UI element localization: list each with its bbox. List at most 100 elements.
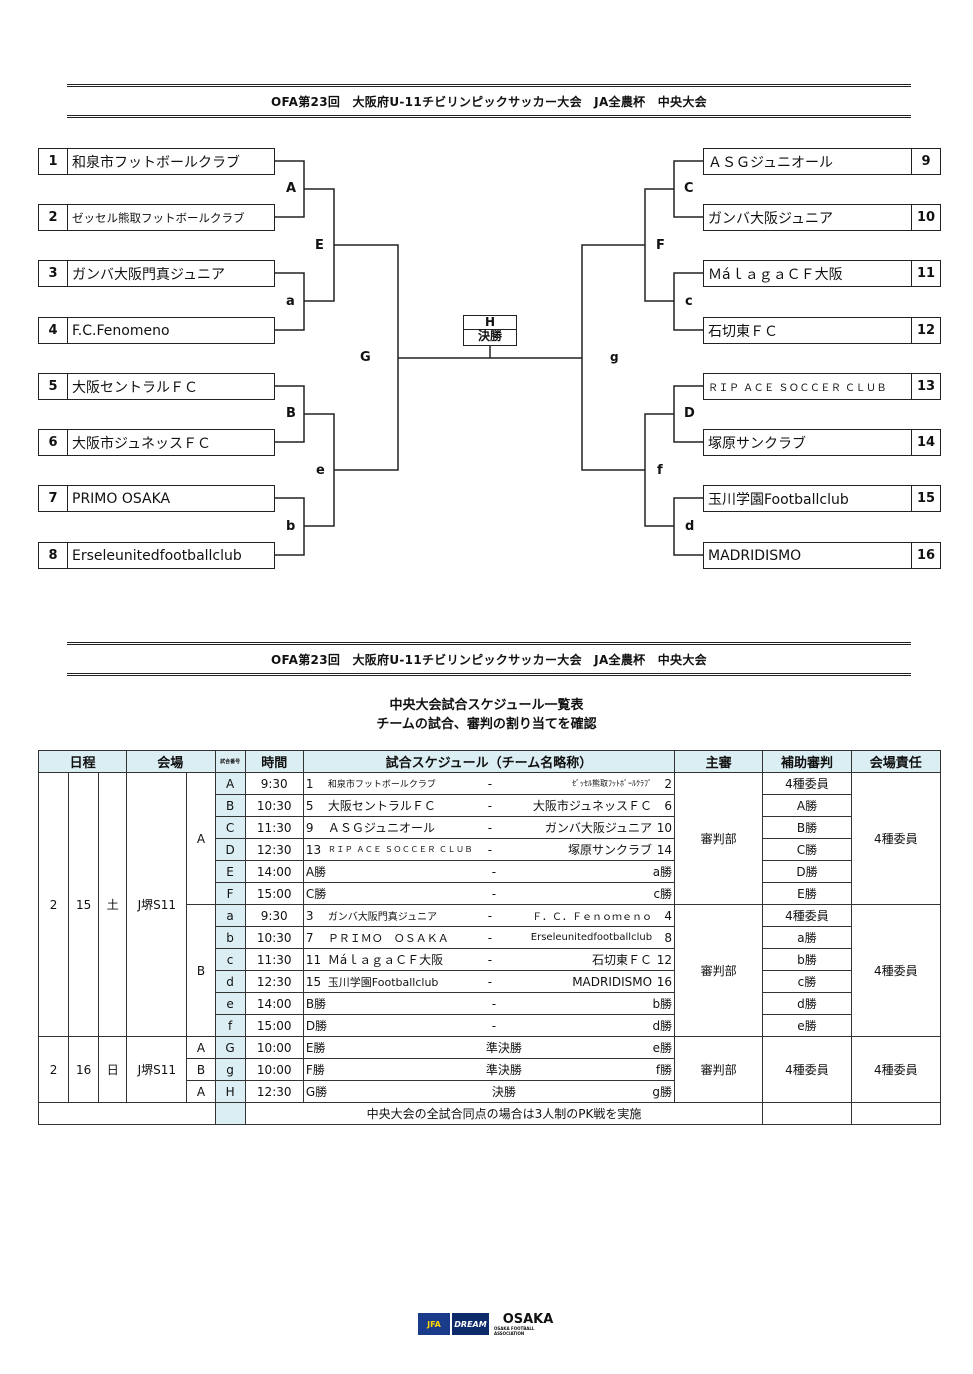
table-note-row: 中央大会の全試合同点の場合は3人制のPK戦を実施 <box>38 1102 942 1125</box>
team2: MADRIDISMO <box>572 974 653 989</box>
responsible: 4種委員 <box>850 904 942 1037</box>
team-number: 5 <box>39 374 68 399</box>
team-number: 13 <box>911 374 940 399</box>
team-name: MADRIDISMO <box>708 547 802 564</box>
team-name: ガンバ大阪ジュニア <box>708 210 834 227</box>
dash: - <box>491 996 497 1011</box>
match-label-G: G <box>360 350 371 365</box>
dash: - <box>491 1018 497 1033</box>
match-label-e: e <box>316 463 325 478</box>
match-time: 15:00 <box>244 1014 304 1037</box>
home: 3 <box>305 908 314 923</box>
bracket-title: OFA第23回 大阪府U-11チビリンピックサッカー大会 JA全農杯 中央大会 <box>67 84 911 118</box>
match-cell: F勝 準決勝 f勝 <box>302 1058 676 1081</box>
match-code: G <box>214 1036 246 1059</box>
match-cell: A勝 - a勝 <box>302 860 676 883</box>
team-number: 6 <box>39 430 68 455</box>
round-name: 準決勝 <box>485 1063 522 1077</box>
match-time: 12:30 <box>244 970 304 993</box>
match-time: 15:00 <box>244 882 304 905</box>
schedule-subtitle: 中央大会試合スケジュール一覧表 <box>389 698 584 713</box>
schedule-table: 日程 会場 試合番号 時間 試合スケジュール（チーム名略称） 主審 補助審判 会… <box>37 750 942 1125</box>
match-cell: C勝-c勝 <box>302 882 676 905</box>
day1-month: 2 <box>37 772 70 1037</box>
team-name: ＲＩＰ ＡＣＥ ＳＯＣＣＥＲ ＣＬＵＢ <box>708 383 888 394</box>
match-code: d <box>214 970 246 993</box>
away: f勝 <box>655 1063 673 1077</box>
match-code: a <box>214 904 246 927</box>
final-label: 決勝 <box>464 329 516 343</box>
round-name: 準決勝 <box>485 1041 522 1055</box>
assistant: b勝 <box>762 948 852 971</box>
dream-logo: DREAM <box>452 1313 489 1335</box>
court: B <box>186 1058 216 1081</box>
team-number: 14 <box>911 430 940 455</box>
assistant: d勝 <box>762 992 852 1015</box>
dream-logo-text: DREAM <box>454 1319 487 1329</box>
assistant: a勝 <box>762 926 852 949</box>
team-name: 石切東ＦＣ <box>708 323 778 340</box>
table-header-row: 日程 会場 試合番号 時間 試合スケジュール（チーム名略称） 主審 補助審判 会… <box>37 750 942 773</box>
team-name: 玉川学園Footballclub <box>708 491 849 508</box>
match-code: E <box>214 860 246 883</box>
match-time: 12:30 <box>244 1080 304 1103</box>
match-label-c: c <box>685 294 693 309</box>
dash: - <box>487 798 493 813</box>
team-number: 3 <box>39 261 68 286</box>
team1: 和泉市フットボールクラブ <box>327 780 436 790</box>
day2-day: 16 <box>68 1036 100 1103</box>
team1: ＲＩＰ ＡＣＥ ＳＯＣＣＥＲ ＣＬＵＢ <box>327 845 473 854</box>
day1-day: 15 <box>68 772 100 1037</box>
team-name: ゼッセル熊取フットボールクラブ <box>72 210 245 225</box>
team1: ＡＳＧジュニオール <box>327 821 435 835</box>
court-A: A <box>186 772 216 905</box>
away: a勝 <box>652 865 673 879</box>
dash: - <box>487 842 493 857</box>
team-number: 8 <box>39 543 68 568</box>
match-time: 9:30 <box>244 904 304 927</box>
table-row: f 15:00 D勝-d勝 e勝 <box>39 1014 941 1037</box>
dash: - <box>487 930 493 945</box>
header-assistant: 補助審判 <box>762 750 852 773</box>
final-code: H <box>484 315 496 329</box>
home: F勝 <box>305 1063 325 1077</box>
dash: - <box>491 864 497 879</box>
home: A勝 <box>305 865 327 879</box>
home: 13 <box>305 842 322 857</box>
day1-venue: J堺S11 <box>126 772 188 1037</box>
referee: 審判部 <box>674 1036 764 1103</box>
court: A <box>186 1080 216 1103</box>
team2: ガンバ大阪ジュニア <box>544 821 653 835</box>
match-cell: B勝-b勝 <box>302 992 676 1015</box>
team-number: 4 <box>39 318 68 343</box>
match-label-D: D <box>684 406 695 421</box>
away: d勝 <box>652 1019 673 1033</box>
match-label-g: g <box>610 350 619 364</box>
away: e勝 <box>652 1041 673 1055</box>
team-name: 大阪セントラルＦＣ <box>72 379 198 396</box>
match-time: 14:00 <box>244 992 304 1015</box>
team-number: 7 <box>39 486 68 511</box>
match-code: b <box>214 926 246 949</box>
dash: - <box>487 820 493 835</box>
header-responsible: 会場責任 <box>850 750 942 773</box>
team2: 石切東ＦＣ <box>592 953 653 967</box>
jfa-logo: JFA <box>418 1313 450 1335</box>
referee: 審判部 <box>674 772 764 905</box>
final-box: H 決勝 <box>463 315 517 346</box>
table-row: F 15:00 C勝-c勝 E勝 <box>39 882 941 905</box>
